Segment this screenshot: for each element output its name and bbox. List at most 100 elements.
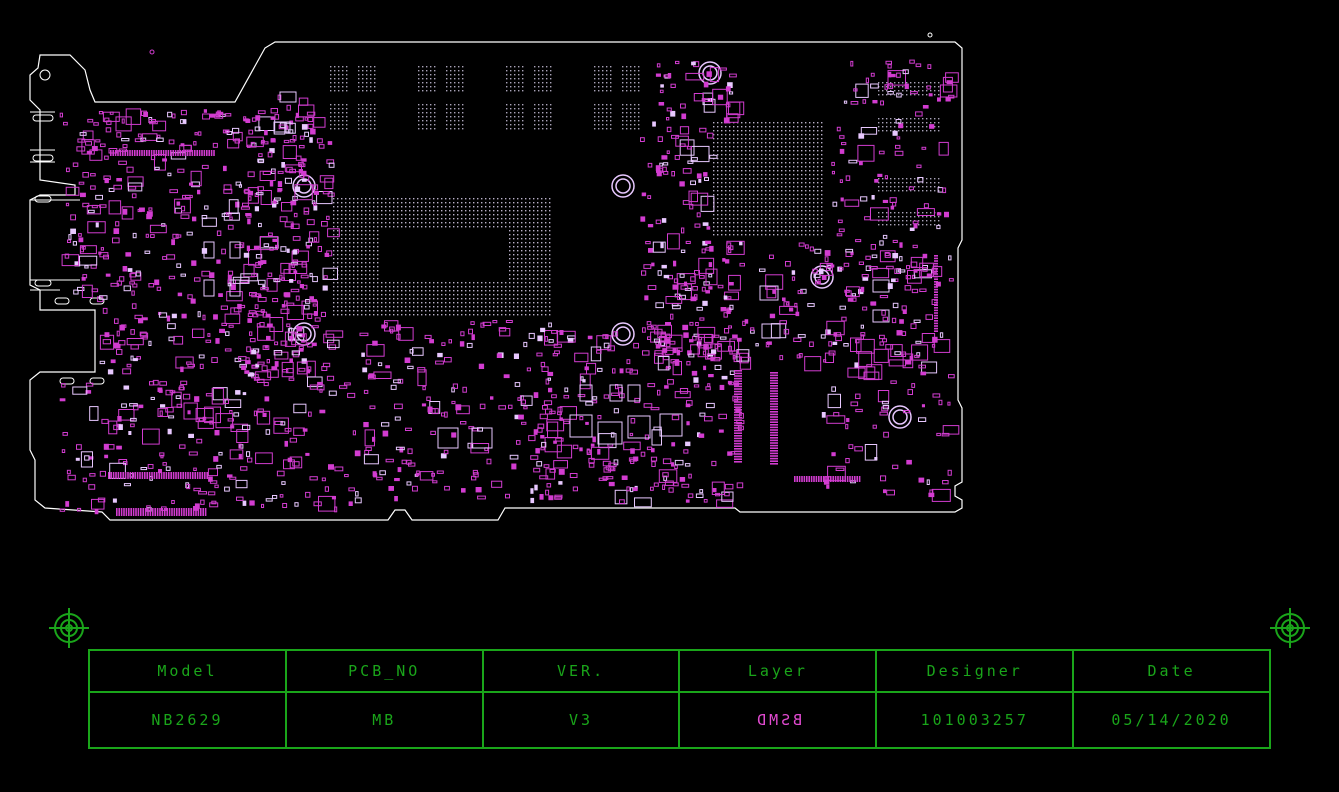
bga-pad [409, 282, 411, 284]
connector-pad [189, 472, 192, 479]
connector-pad [190, 508, 192, 516]
bga-pad [489, 294, 491, 296]
smd-component [129, 403, 138, 407]
bga-pad [509, 266, 511, 268]
bga-pad [433, 206, 435, 208]
smd-component [122, 266, 128, 272]
bga-pad [454, 112, 456, 114]
bga-pad [817, 198, 819, 200]
smd-component [697, 344, 709, 358]
bga-pad [622, 116, 624, 118]
smd-component [652, 241, 666, 253]
smd-component [121, 403, 127, 408]
bga-pad [458, 120, 460, 122]
smd-component [682, 168, 692, 174]
smd-component [659, 89, 664, 94]
bga-pad [469, 214, 471, 216]
smd-component [665, 338, 671, 344]
smd-component [102, 339, 111, 345]
bga-pad [606, 74, 608, 76]
smd-component [892, 239, 898, 243]
bga-pad [457, 290, 459, 292]
bga-pad [817, 158, 819, 160]
smd-component [878, 150, 885, 155]
bga-pad [369, 286, 371, 288]
bga-pad [517, 214, 519, 216]
bga-pad [761, 158, 763, 160]
smd-component [843, 262, 850, 267]
smd-component [545, 378, 550, 385]
bga-pad [769, 170, 771, 172]
bga-pad [345, 270, 347, 272]
bga-pad [361, 226, 363, 228]
smd-component [288, 377, 295, 381]
bga-pad [546, 90, 548, 92]
bga-pad [397, 202, 399, 204]
bga-pad [537, 218, 539, 220]
bga-pad [894, 118, 896, 120]
bga-pad [733, 162, 735, 164]
smd-component [662, 458, 672, 465]
bga-pad [717, 134, 719, 136]
smd-component [695, 493, 704, 498]
bga-pad [878, 186, 880, 188]
bga-pad [533, 286, 535, 288]
bga-pad [333, 242, 335, 244]
smd-component [127, 186, 137, 190]
connector-pad [810, 476, 813, 482]
bga-pad [525, 206, 527, 208]
smd-component [715, 492, 721, 497]
ic-package [203, 279, 215, 297]
bga-pad [373, 230, 375, 232]
bga-pad [781, 182, 783, 184]
smd-component [84, 265, 89, 269]
bga-pad [537, 226, 539, 228]
bga-pad [749, 190, 751, 192]
bga-pad [749, 146, 751, 148]
bga-pad [797, 198, 799, 200]
smd-component [647, 224, 654, 228]
bga-pad [361, 262, 363, 264]
bga-pad [381, 302, 383, 304]
smd-component [175, 395, 181, 399]
bga-pad [934, 182, 936, 184]
smd-component [397, 467, 402, 473]
bga-pad [550, 124, 552, 126]
bga-pad [433, 314, 435, 316]
smd-component [843, 100, 848, 104]
bga-pad [377, 210, 379, 212]
bga-pad [765, 162, 767, 164]
title-block-table: Model PCB_NO VER. Layer Designer Date NB… [88, 649, 1271, 749]
bga-pad [598, 116, 600, 118]
bga-pad [377, 294, 379, 296]
bga-pad [805, 194, 807, 196]
bga-pad [510, 120, 512, 122]
smd-component [313, 501, 322, 507]
bga-pad [634, 116, 636, 118]
smd-component [537, 335, 543, 342]
bga-pad [773, 158, 775, 160]
bga-pad [349, 230, 351, 232]
bga-pad [513, 262, 515, 264]
smd-component [295, 155, 302, 161]
bga-pad [797, 134, 799, 136]
bga-pad [606, 128, 608, 130]
bga-pad [549, 202, 551, 204]
bga-pad [353, 294, 355, 296]
bga-pad [493, 226, 495, 228]
bga-pad [938, 118, 940, 120]
bga-pad [773, 166, 775, 168]
connector-pad [152, 508, 154, 516]
bga-pad [337, 266, 339, 268]
bga-pad [801, 134, 803, 136]
bga-pad [541, 218, 543, 220]
bga-pad [489, 302, 491, 304]
bga-pad [793, 206, 795, 208]
smd-component [262, 171, 272, 175]
bga-pad [781, 142, 783, 144]
smd-component [91, 288, 99, 293]
smd-component [657, 270, 662, 276]
smd-component [166, 254, 176, 260]
bga-pad [449, 310, 451, 312]
bga-pad [801, 178, 803, 180]
